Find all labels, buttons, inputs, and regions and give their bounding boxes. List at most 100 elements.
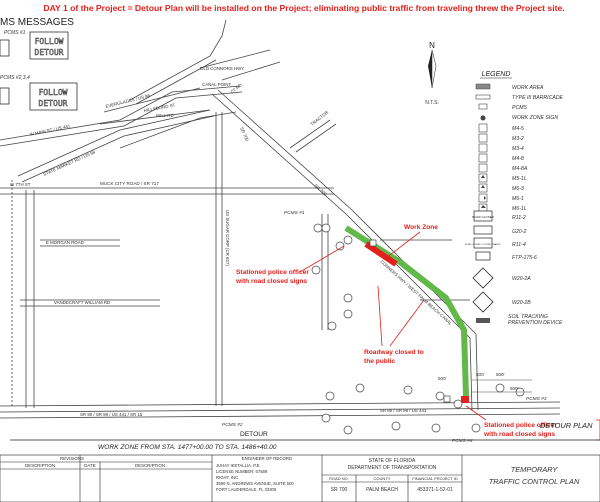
road-tractor: TRACTOR: [310, 110, 330, 127]
tb-road-no: SR 700: [331, 487, 348, 493]
legend-label-8: M4-8: [512, 156, 524, 162]
distance-1: 500': [476, 372, 485, 377]
pcms1-line2: DETOUR: [35, 48, 64, 57]
legend-work-area-swatch: [475, 83, 491, 90]
pcms-label-4: PCMS #4: [452, 438, 473, 444]
tb-county: PALM BEACH: [366, 487, 398, 493]
pcms-messages-title: MS MESSAGES: [0, 17, 74, 28]
tb-temporary: TEMPORARY: [511, 465, 559, 474]
tb-state: STATE OF FLORIDA: [369, 458, 416, 464]
annotation-officer-left-1: Stationed police officer: [236, 269, 309, 276]
tb-eng-line-4: 3690 N. ANDREWS AVENUE, SUITE 500: [216, 481, 294, 486]
legend-label-7: M3-4: [512, 146, 524, 152]
title-block: [0, 454, 600, 502]
pcms234-line2: DETOUR: [39, 99, 68, 108]
distance-ticks: [472, 379, 532, 393]
legend-label-10: M5-1L: [512, 176, 527, 182]
legend-label-18: W20-2A: [512, 276, 531, 282]
legend-label-1: WORK AREA: [512, 85, 544, 91]
road-muck-city: MUCK CITY ROAD / SR 717: [100, 181, 159, 186]
annotation-officer-left-2: with road closed signs: [235, 278, 307, 285]
annotation-leaders: [299, 231, 487, 421]
legend-ftp-sign: [475, 251, 491, 261]
legend-route-sign-swatches: [478, 123, 488, 213]
detour-center-label: DETOUR: [240, 431, 268, 438]
legend-w20-2b-diamond: [472, 291, 494, 313]
distance-3: 500': [510, 386, 519, 391]
work-zone-red: [364, 241, 398, 267]
legend-label-15: G20-2: [512, 229, 527, 235]
legend-arrow-glyphs: [480, 175, 486, 208]
detour-plan-label: DETOUR PLAN: [540, 421, 593, 430]
road-old-connors: OLD CONNORS HWY: [200, 66, 244, 71]
pcms-label-1: PCMS #1: [284, 210, 305, 216]
north-arrow: N N.T.S.: [425, 41, 439, 106]
road-sugar-corp: US SUGAR CORP (CR 827): [225, 210, 230, 266]
tb-description: DESCRIPTION: [25, 463, 55, 468]
legend-road-closed-sign: ROAD CLOSED: [472, 210, 495, 222]
tb-dept: DEPARTMENT OF TRANSPORTATION: [348, 465, 437, 471]
pcms-label-3: PCMS #3: [526, 396, 547, 402]
pcms1-line1: FOLLOW: [35, 37, 64, 46]
road-canal-point: CANAL POINT: [202, 82, 231, 87]
road-sr700-upper: SR 700: [239, 126, 250, 142]
tb-eng-line-2: LICENSE NUMBER: 67589: [216, 469, 268, 474]
annotation-roadway-1: Roadway closed to: [364, 349, 424, 356]
legend-label-2: TYPE III BARRICADE: [512, 95, 564, 101]
legend-title: LEGEND: [482, 71, 511, 78]
legend-barricade-swatch: [475, 94, 491, 100]
legend-label-20: SOIL TRACKING PREVENTION DEVICE: [508, 314, 563, 326]
road-sr80-main: SR 80 / SR 98 / US 441 / SR 15: [80, 412, 143, 417]
legend-soil-swatch: [476, 318, 490, 323]
tb-eng-line-5: FORT LAUDERDALE, FL 33309: [216, 487, 277, 492]
tb-hdr-fin: FINANCIAL PROJECT ID: [412, 476, 458, 481]
north-scale: N.T.S.: [425, 100, 439, 106]
legend: LEGEND ROAD CLOSED: [465, 71, 564, 326]
legend-label-13: M6-1L: [512, 206, 527, 212]
tb-hdr-road: ROAD NO.: [329, 476, 349, 481]
pcms-label-2: PCMS #2: [222, 422, 243, 428]
road-vandecraft: VANDECRAFT WILLIAM RD: [54, 300, 110, 305]
legend-pcms-swatch: [478, 103, 488, 110]
legend-road-closed-mi-text: ROAD CLOSED TO THRU TRAFFIC: [465, 243, 501, 246]
legend-g20-sign: [473, 225, 493, 235]
annotation-roadway-2: the public: [364, 358, 395, 365]
tb-tcp: TRAFFIC CONTROL PLAN: [489, 477, 580, 486]
title-block-text: REVISIONS DESCRIPTION DATE DESCRIPTION E…: [25, 456, 580, 493]
banner-text: DAY 1 of the Project = Detour Plan will …: [43, 3, 564, 13]
annotation-officer-right-1: Stationed police officer: [484, 422, 557, 429]
distance-2: 500': [496, 372, 505, 377]
tb-hdr-county: COUNTY: [374, 476, 391, 481]
legend-label-12: M6-1: [512, 196, 524, 202]
legend-label-11: M6-3: [512, 186, 524, 192]
distance-markers: 500' 500' 500' 500': [438, 372, 519, 391]
legend-label-4: WORK ZONE SIGN: [512, 115, 558, 121]
annotation-bracket: [596, 419, 600, 441]
distance-4: 500': [438, 376, 447, 381]
detour-end-marker-red: [461, 396, 469, 403]
work-zone-stations: WORK ZONE FROM STA. 1477+00.00 TO STA. 1…: [98, 444, 277, 451]
tb-eng-line-3: RIGHT, INC.: [216, 475, 239, 480]
legend-w20-2a-diamond: [472, 267, 494, 289]
legend-label-3: PCMS: [512, 105, 528, 111]
road-state-market: STATE MARKET RD / US 98: [42, 149, 96, 177]
pcms234-line1: FOLLOW: [39, 88, 68, 97]
pcms1-box-label: PCMS #1: [4, 30, 26, 36]
legend-label-6: M3-2: [512, 136, 524, 142]
legend-label-19: W20-2B: [512, 300, 531, 306]
road-e-morgan: E MORGAN ROAD: [46, 240, 84, 245]
road-network: [0, 19, 561, 419]
legend-label-16: R11-4: [512, 242, 526, 248]
annotations: Work Zone Stationed police officer with …: [235, 224, 557, 438]
legend-label-9: M4-8A: [512, 166, 528, 172]
legend-road-closed-text: ROAD CLOSED: [472, 215, 495, 219]
road-hillsboro: HILLSBORO ST: [143, 102, 176, 113]
legend-label-14: R11-2: [512, 215, 526, 221]
legend-label-5: M4-5: [512, 126, 524, 132]
road-will: WILL RD: [156, 113, 174, 118]
tb-eng-line-1: JUHAY IKETALLIA, P.E.: [216, 463, 261, 468]
road-w-7th: W 7TH ST: [10, 182, 31, 187]
road-sr700-mid: SR 700: [313, 183, 328, 197]
north-letter: N: [429, 41, 435, 50]
